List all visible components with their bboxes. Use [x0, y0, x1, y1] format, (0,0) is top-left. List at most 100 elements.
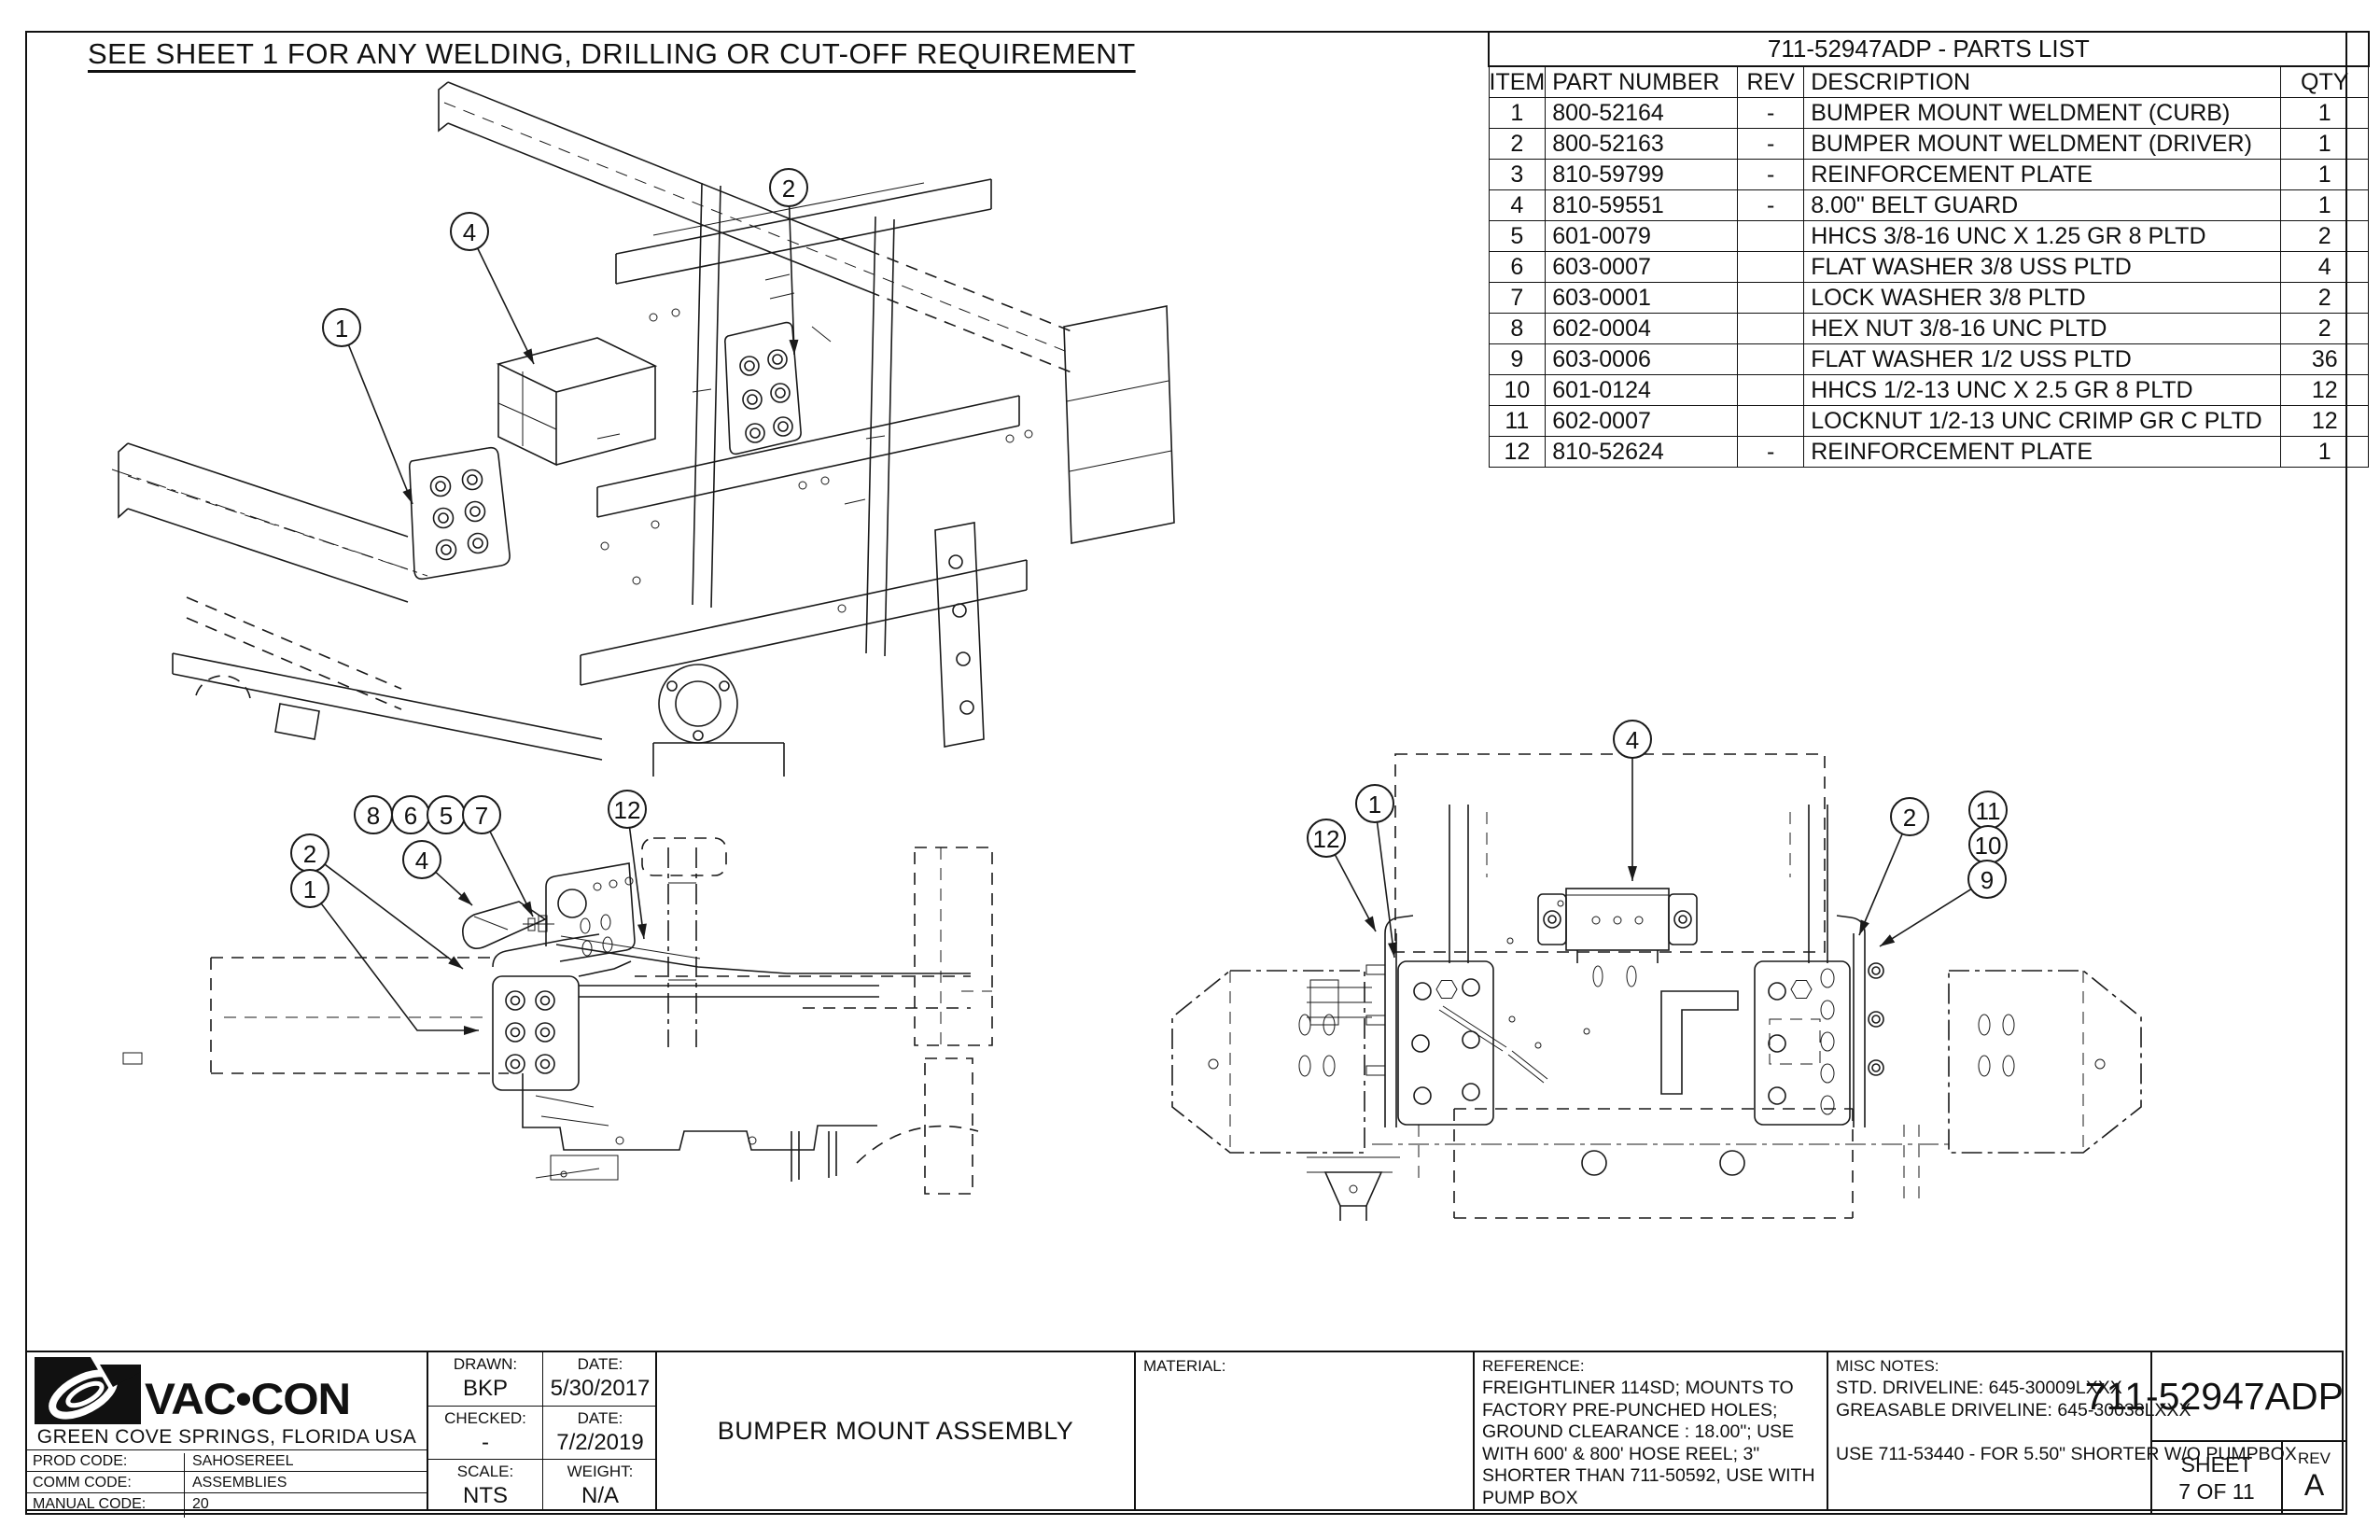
svg-text:1: 1: [303, 875, 316, 903]
svg-text:4: 4: [1626, 726, 1639, 754]
svg-text:2: 2: [303, 840, 316, 868]
svg-text:2: 2: [1903, 804, 1916, 832]
checked-field: CHECKED: -: [428, 1406, 542, 1459]
svg-text:11: 11: [1976, 797, 2001, 825]
approvals-cell: DRAWN: BKP DATE: 5/30/2017 CHECKED: - DA…: [427, 1352, 657, 1511]
svg-text:6: 6: [404, 802, 417, 830]
misc-note-line: GREASABLE DRIVELINE: 645-30038LXXX: [1836, 1399, 2191, 1421]
svg-text:9: 9: [1981, 866, 1994, 894]
reference-cell: REFERENCE: FREIGHTLINER 114SD; MOUNTS TO…: [1473, 1352, 1827, 1509]
rev-cell: REV A: [2281, 1442, 2345, 1513]
weight-field: WEIGHT: N/A: [542, 1459, 657, 1511]
plan-view-linework: [1171, 753, 2142, 1221]
parts-col-item: ITEM: [1488, 65, 1547, 98]
balloon-1: 1: [290, 869, 479, 1035]
balloon-1: 1: [1355, 784, 1397, 959]
reference-text: FREIGHTLINER 114SD; MOUNTS TO FACTORY PR…: [1482, 1378, 1815, 1508]
balloon-11: 11: [1968, 791, 2008, 830]
misc-notes-label: MISC NOTES:: [1836, 1357, 1939, 1375]
balloon-9: 9: [1879, 860, 2007, 947]
balloon-6: 6: [391, 795, 430, 834]
misc-note-line: STD. DRIVELINE: 645-30009LXXX: [1836, 1378, 2122, 1398]
parts-col-description: DESCRIPTION: [1803, 65, 2282, 98]
balloon-2: 2: [1858, 797, 1929, 936]
misc-notes-text: STD. DRIVELINE: 645-30009LXXX GREASABLE …: [1836, 1378, 2297, 1465]
comm-code-value: ASSEMBLIES: [184, 1475, 417, 1496]
prod-code-value: SAHOSEREEL: [184, 1453, 417, 1475]
balloon-8: 8: [354, 795, 393, 834]
brand-wordmark: VAC•CON: [145, 1374, 351, 1423]
company-location: GREEN COVE SPRINGS, FLORIDA USA: [36, 1426, 417, 1448]
manual-code-value: 20: [184, 1496, 417, 1518]
sheet-cell: SHEET 7 OF 11: [2150, 1442, 2281, 1513]
prod-code-row: PROD CODE: SAHOSEREEL: [27, 1449, 427, 1475]
balloon-2: 2: [769, 168, 808, 356]
checked-date-field: DATE: 7/2/2019: [542, 1406, 657, 1459]
balloon-4: 4: [1613, 720, 1652, 881]
scale-field: SCALE: NTS: [428, 1459, 542, 1511]
svg-text:1: 1: [1368, 791, 1381, 819]
drawing-title: BUMPER MOUNT ASSEMBLY: [717, 1416, 1074, 1445]
welding-note: SEE SHEET 1 FOR ANY WELDING, DRILLING OR…: [88, 37, 1136, 70]
page-border-frame: [25, 31, 2347, 1515]
plan-view: 12 1 4 2 11 10 9: [1171, 720, 2142, 1221]
parts-col-rev: REV: [1737, 65, 1805, 98]
balloon-12: 12: [1307, 819, 1377, 932]
svg-text:12: 12: [614, 796, 641, 824]
svg-text:10: 10: [1975, 832, 2002, 860]
drawing-number-cell: 711-52947ADP: [2085, 1352, 2345, 1442]
balloon-1: 1: [322, 308, 413, 505]
manual-code-row: MANUAL CODE: 20: [27, 1492, 427, 1518]
parts-list-title-row: 711-52947ADP - PARTS LIST: [1488, 31, 2370, 67]
comm-code-row: COMM CODE: ASSEMBLIES: [27, 1471, 427, 1496]
balloon-10: 10: [1968, 825, 2008, 864]
parts-col-qty: QTY: [2280, 65, 2370, 98]
vaccon-swoosh-logo-icon: [35, 1357, 141, 1424]
reference-label: REFERENCE:: [1482, 1357, 1585, 1375]
svg-text:12: 12: [1313, 825, 1340, 853]
drawn-field: DRAWN: BKP: [453, 1355, 518, 1401]
parts-col-part-number: PART NUMBER: [1545, 65, 1739, 98]
svg-text:7: 7: [475, 802, 488, 830]
sheet-label: SHEET: [2180, 1452, 2253, 1477]
rev-label: REV: [2298, 1449, 2331, 1467]
drawing-number: 711-52947ADP: [2084, 1375, 2344, 1418]
parts-list-title: 711-52947ADP - PARTS LIST: [1488, 31, 2370, 67]
material-cell: MATERIAL:: [1134, 1352, 1473, 1509]
balloon-4: 4: [450, 212, 535, 365]
balloon-12: 12: [608, 790, 647, 940]
isometric-linework: [111, 81, 1175, 777]
svg-text:5: 5: [440, 802, 453, 830]
balloon-5: 5: [427, 795, 466, 834]
sheet-value: 7 OF 11: [2178, 1479, 2255, 1504]
logo-cell: VAC•CON GREEN COVE SPRINGS, FLORIDA USA …: [27, 1352, 427, 1518]
drawn-date-field: DATE: 5/30/2017: [542, 1352, 657, 1406]
isometric-assembly-view: 1 4 2: [111, 81, 1175, 777]
svg-text:2: 2: [782, 175, 795, 203]
prod-code-label: PROD CODE:: [33, 1453, 128, 1469]
svg-text:8: 8: [367, 802, 380, 830]
misc-note-line: [1836, 1421, 2158, 1444]
balloon-7: 7: [462, 795, 534, 917]
material-label: MATERIAL:: [1143, 1357, 1226, 1375]
misc-notes-cell: MISC NOTES: STD. DRIVELINE: 645-30009LXX…: [1827, 1352, 2297, 1509]
side-view-linework: [122, 837, 993, 1195]
balloon-4: 4: [402, 840, 473, 906]
title-block: VAC•CON GREEN COVE SPRINGS, FLORIDA USA …: [25, 1351, 2345, 1518]
svg-text:1: 1: [335, 315, 348, 343]
